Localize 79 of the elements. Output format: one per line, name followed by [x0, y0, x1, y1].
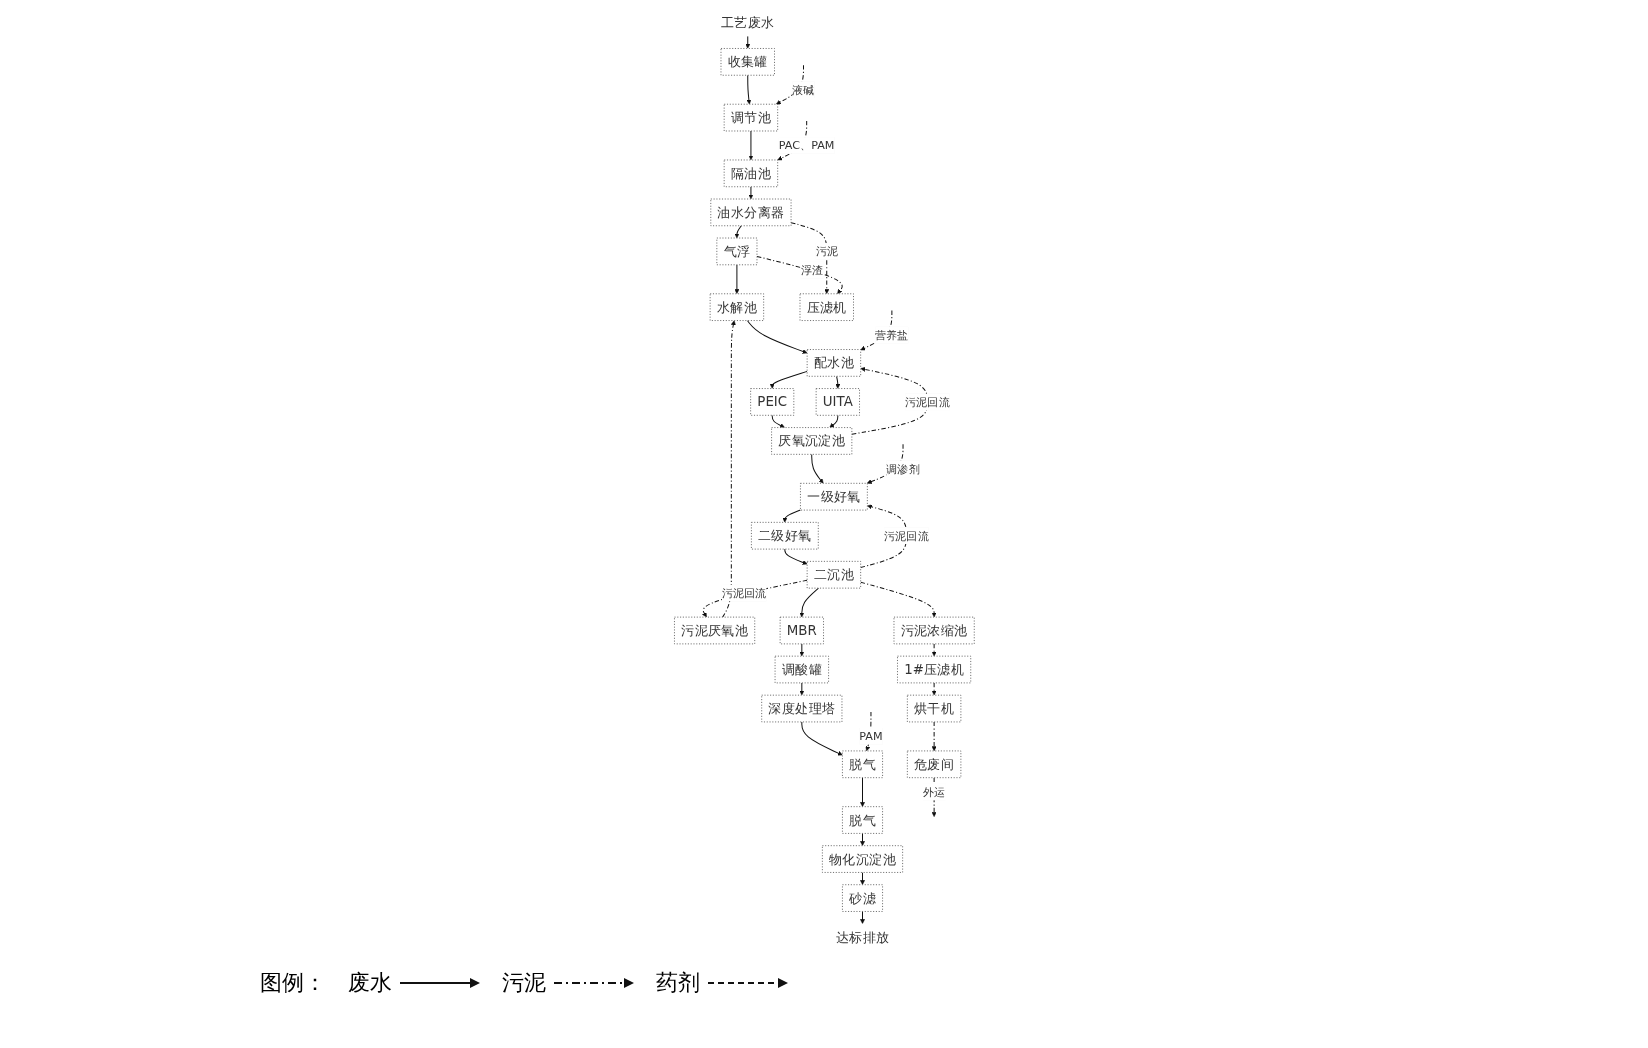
edge-label: 污泥 — [815, 244, 838, 259]
arrow — [931, 643, 937, 657]
arrow — [746, 74, 751, 105]
edge-label: 营养盐 — [874, 328, 909, 342]
node-box: 脱气 — [841, 750, 883, 779]
node-box: 1#压滤机 — [896, 655, 971, 684]
arrow — [799, 587, 819, 618]
arrow — [701, 579, 808, 618]
legend-label: 污泥 — [502, 969, 546, 997]
arrow — [799, 682, 804, 696]
node-box: 隔油池 — [723, 159, 778, 188]
arrow — [931, 682, 937, 696]
arrow — [769, 370, 808, 389]
node-box: 油水分离器 — [710, 198, 792, 227]
edge-label: 污泥回流 — [904, 395, 950, 409]
arrow — [799, 643, 804, 657]
arrow — [810, 453, 824, 484]
arrow — [756, 255, 843, 294]
arrow — [734, 225, 742, 239]
node-box: 收集罐 — [720, 48, 775, 76]
node-box: 污泥浓缩池 — [893, 616, 975, 645]
node-box: 二级好氧 — [750, 521, 819, 550]
arrow — [931, 721, 937, 752]
arrow — [784, 548, 807, 565]
arrow — [859, 911, 865, 924]
node-box: 调酸罐 — [774, 655, 829, 684]
arrow — [771, 414, 785, 428]
edge-label: 污泥回流 — [883, 529, 929, 543]
node-box: 配水池 — [806, 349, 861, 377]
arrow — [851, 367, 928, 435]
arrow — [748, 130, 753, 161]
node-box: 厌氧沉淀池 — [770, 427, 852, 455]
arrow — [859, 504, 907, 569]
edge-label: 污泥回流 — [721, 586, 767, 600]
arrow — [721, 320, 736, 618]
edge-label: 液碱 — [791, 83, 815, 97]
arrow — [859, 871, 865, 885]
node-box: 二沉池 — [806, 560, 861, 589]
node-box: 水解池 — [709, 293, 764, 321]
arrow — [865, 711, 872, 752]
arrow — [748, 186, 753, 200]
legend-label: 药剂 — [656, 969, 700, 997]
node-box: 调节池 — [723, 103, 778, 132]
node-box: 污泥厌氧池 — [673, 616, 755, 645]
arrow — [835, 375, 840, 389]
node-box: 砂滤 — [841, 884, 883, 912]
node-box: 烘干机 — [906, 694, 961, 723]
node-text: 达标排放 — [835, 929, 889, 945]
edge-label: 浮渣 — [800, 263, 823, 277]
node-box: 一级好氧 — [799, 482, 868, 511]
arrow — [746, 320, 807, 354]
arrow — [744, 35, 750, 49]
arrow — [859, 777, 865, 807]
arrow — [931, 777, 937, 817]
node-box: 危废间 — [906, 750, 961, 779]
legend-title: 图例： — [260, 969, 326, 997]
arrow — [800, 721, 843, 756]
node-box: 脱气 — [841, 806, 883, 834]
node-box: 压滤机 — [799, 293, 854, 321]
edge-label: 外运 — [922, 785, 945, 799]
arrow — [859, 832, 865, 846]
arrow — [859, 581, 937, 618]
node-box: UITA — [815, 388, 860, 416]
arrow — [829, 414, 838, 428]
node-box: PEIC — [749, 388, 794, 416]
node-box: MBR — [779, 616, 824, 645]
arrow — [775, 64, 804, 105]
edge-label: PAM — [858, 729, 883, 744]
arrow — [866, 443, 904, 484]
edge-label: 调渗剂 — [885, 462, 920, 476]
node-box: 深度处理塔 — [760, 694, 843, 723]
node-box: 气浮 — [716, 237, 758, 266]
arrow — [790, 222, 829, 294]
arrow — [782, 509, 801, 523]
arrow — [734, 264, 739, 294]
node-text: 工艺废水 — [720, 15, 775, 31]
edge-label: PAC、PAM — [778, 138, 835, 153]
node-box: 物化沉淀池 — [821, 845, 903, 873]
legend-label: 废水 — [348, 969, 392, 997]
